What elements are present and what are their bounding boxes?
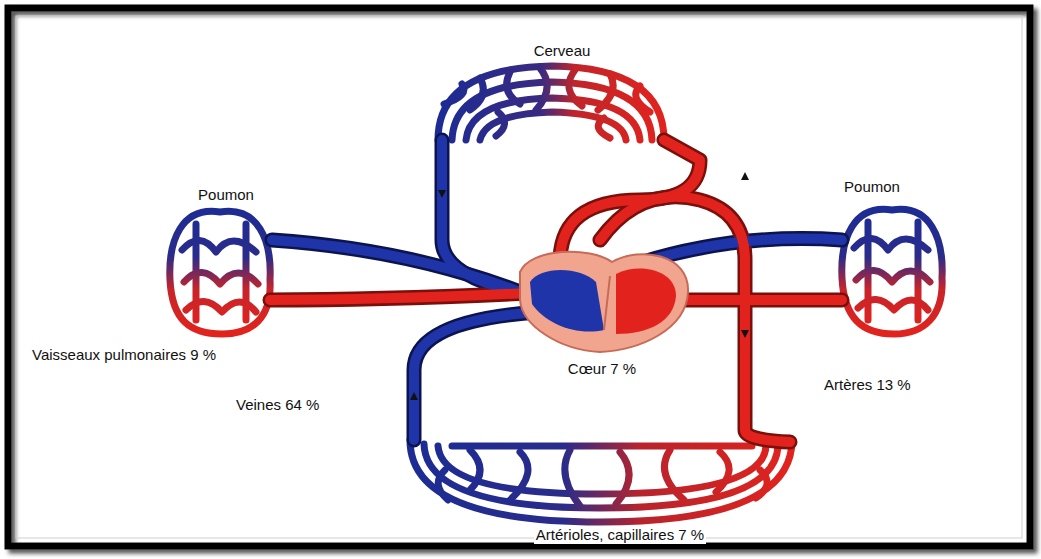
organ-label: Cœur 7 % xyxy=(566,360,638,378)
organ-label: Poumon xyxy=(196,186,256,204)
organ-label: Artères 13 % xyxy=(822,376,913,394)
organ-label: Poumon xyxy=(842,178,902,196)
organ-label: Cerveau xyxy=(532,42,593,60)
organ-label: Vaisseaux pulmonaires 9 % xyxy=(30,346,218,364)
organ-label: Veines 64 % xyxy=(234,396,321,414)
organ-label: Artérioles, capillaires 7 % xyxy=(534,526,706,544)
